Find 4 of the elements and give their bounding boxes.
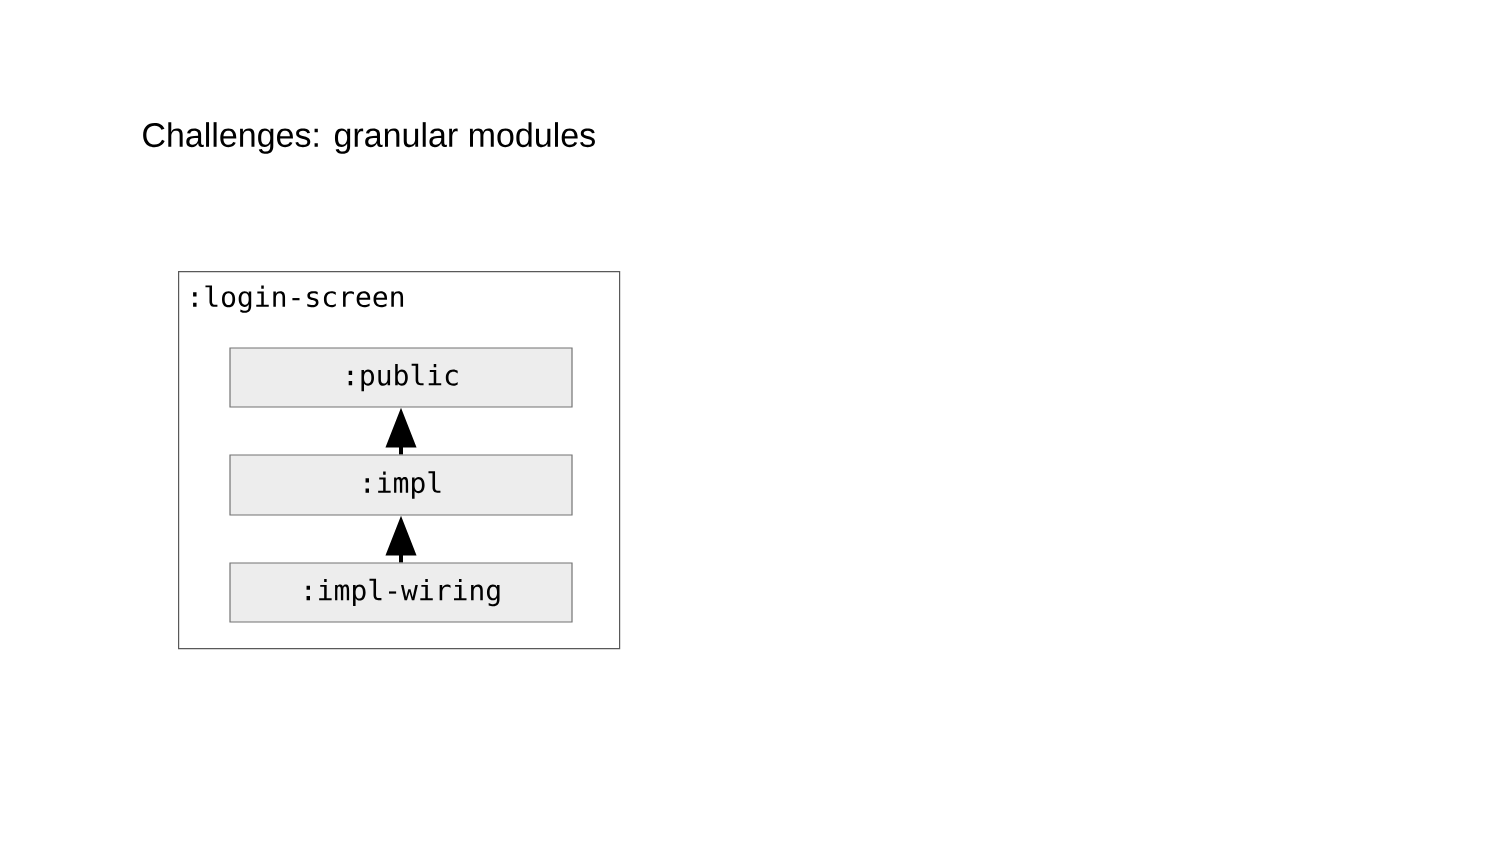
module-box: :impl-wiring: [229, 562, 573, 623]
module-box: :public: [229, 347, 573, 408]
module-box: :impl: [229, 454, 573, 516]
slide-title: Challenges: granular modules: [143, 122, 595, 154]
